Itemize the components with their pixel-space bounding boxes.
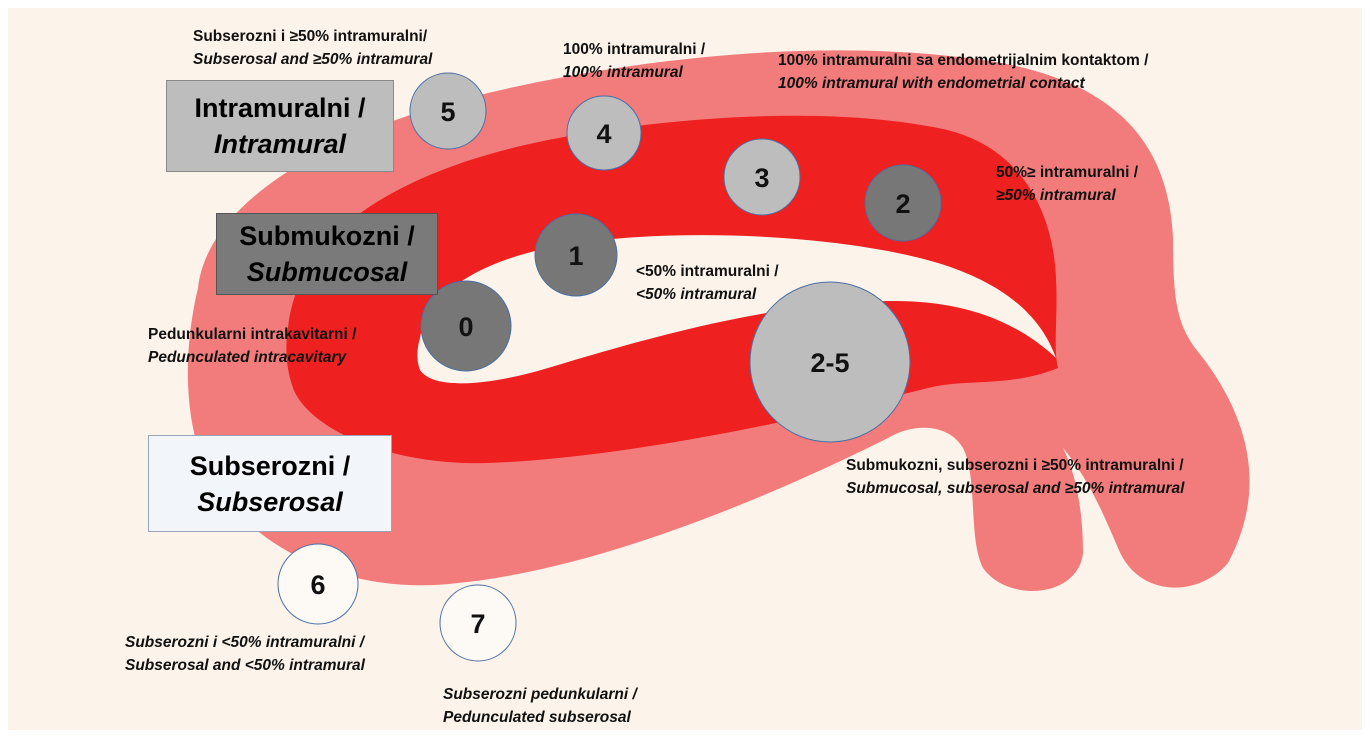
fibroid-type-7: 7 <box>440 585 516 661</box>
label-type-3: 100% intramuralni sa endometrijalnim kon… <box>778 49 1148 95</box>
category-subserosal-en: Subserosal <box>197 484 343 520</box>
category-box-intramural: Intramuralni / Intramural <box>166 80 394 172</box>
svg-text:1: 1 <box>568 241 583 271</box>
label-type-5: Subserozni i ≥50% intramuralni/ Subseros… <box>193 25 432 71</box>
fibroid-type-6: 6 <box>278 544 358 624</box>
svg-text:6: 6 <box>310 570 325 600</box>
fibroid-type-4: 4 <box>567 96 641 170</box>
category-intramural-local: Intramuralni / <box>194 90 365 126</box>
fibroid-type-1: 1 <box>535 214 617 296</box>
svg-text:5: 5 <box>440 97 455 127</box>
svg-text:2-5: 2-5 <box>810 348 849 378</box>
label-type-7: Subserozni pedunkularni / Pedunculated s… <box>443 683 637 729</box>
category-submucosal-local: Submukozni / <box>239 218 415 254</box>
label-type-0: Pedunkularni intrakavitarni / Pedunculat… <box>148 323 356 369</box>
label-type-4: 100% intramuralni / 100% intramural <box>563 38 705 84</box>
category-subserosal-local: Subserozni / <box>190 448 351 484</box>
label-type-1: <50% intramuralni / <50% intramural <box>636 260 779 306</box>
fibroid-type-2-5: 2-5 <box>750 282 910 442</box>
category-box-subserosal: Subserozni / Subserosal <box>148 435 392 532</box>
fibroid-type-3: 3 <box>724 139 800 215</box>
label-type-2-5: Submukozni, subserozni i ≥50% intramural… <box>846 454 1184 500</box>
category-box-submucosal: Submukozni / Submucosal <box>216 213 438 295</box>
svg-text:4: 4 <box>596 119 611 149</box>
category-submucosal-en: Submucosal <box>247 254 408 290</box>
svg-text:2: 2 <box>895 189 910 219</box>
svg-text:7: 7 <box>470 609 485 639</box>
fibroid-type-2: 2 <box>865 165 941 241</box>
label-type-2: 50%≥ intramuralni / ≥50% intramural <box>996 161 1138 207</box>
label-type-6: Subserozni i <50% intramuralni / Subsero… <box>125 631 365 677</box>
category-intramural-en: Intramural <box>214 126 346 162</box>
uterus-fibroid-classification-diagram: 0 1 2 3 4 5 6 7 <box>8 8 1362 730</box>
svg-text:0: 0 <box>458 312 473 342</box>
svg-text:3: 3 <box>754 163 769 193</box>
fibroid-type-5: 5 <box>410 73 486 149</box>
